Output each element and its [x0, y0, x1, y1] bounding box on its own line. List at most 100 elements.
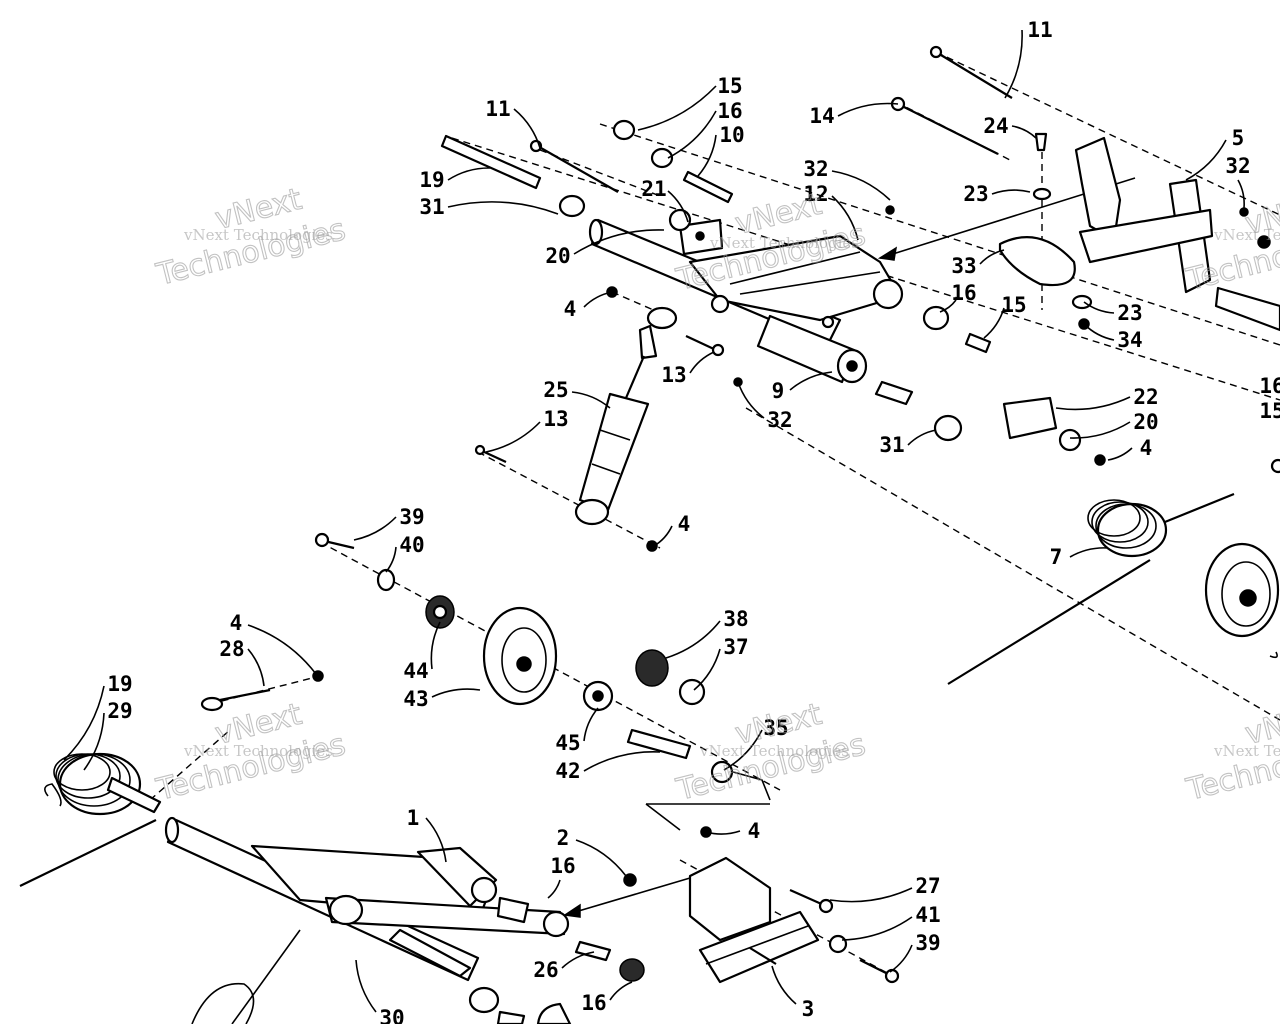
part-number-label: 3 — [802, 997, 815, 1021]
part-number-label: 35 — [763, 716, 788, 740]
callout-leader — [841, 916, 913, 941]
callout-leader — [939, 299, 957, 313]
callout-leader — [1011, 125, 1037, 139]
callout-leader — [889, 944, 913, 973]
watermark-company: vNext Technologies — [183, 742, 333, 760]
part-number-label: 43 — [403, 687, 428, 711]
part-number-label: 21 — [641, 177, 666, 201]
callout-leader — [637, 85, 717, 131]
callout-leader — [979, 249, 1005, 265]
callout-leader — [983, 307, 1005, 339]
part-number-label: 13 — [661, 363, 686, 387]
part-number-label: 29 — [107, 699, 132, 723]
part-number-label: 14 — [809, 104, 834, 128]
part-number-label: 9 — [772, 379, 785, 403]
front-arm-assembly — [440, 119, 992, 442]
callout-leader — [837, 102, 899, 117]
part-number-label: 4 — [748, 819, 761, 843]
callout-leader — [705, 830, 741, 835]
part-number-label: 38 — [723, 607, 748, 631]
callout-leader — [575, 839, 627, 877]
callout-leader — [431, 688, 481, 698]
part-number-label: 26 — [533, 958, 558, 982]
callout-leader — [907, 429, 937, 446]
part-number-label: 11 — [1027, 18, 1052, 42]
callout-leader — [1055, 396, 1131, 411]
callout-leader — [355, 959, 377, 1013]
callout-leader — [247, 624, 317, 675]
callout-leader — [697, 134, 717, 177]
part-number-label: 11 — [485, 97, 510, 121]
watermark-group: vNext Technologies vNext Technologies vN… — [152, 181, 1280, 808]
callout-leader — [583, 751, 661, 772]
callout-leader — [447, 167, 491, 181]
part-number-label: 22 — [1133, 385, 1158, 409]
callout-leader — [1107, 447, 1133, 461]
callout-leader — [425, 817, 447, 863]
part-number-label: 4 — [564, 297, 577, 321]
callout-leader — [353, 516, 397, 541]
callout-leader — [1004, 29, 1023, 99]
callout-leader — [1237, 179, 1245, 209]
callout-leader — [1083, 323, 1115, 341]
callout-leader — [991, 189, 1031, 195]
part-number-label: 19 — [107, 672, 132, 696]
callout-leader — [665, 620, 721, 659]
callout-leader — [689, 351, 715, 374]
part-number-label: 10 — [719, 123, 744, 147]
part-number-label: 42 — [555, 759, 580, 783]
shock-absorber — [474, 306, 678, 552]
rear-arm-assembly — [164, 816, 900, 1024]
part-number-label: 13 — [543, 407, 568, 431]
part-number-label: 1 — [407, 806, 420, 830]
part-number-label: 4 — [678, 512, 691, 536]
callout-leader — [723, 729, 763, 771]
part-number-label: 15 — [1259, 399, 1280, 423]
part-number-label: 2 — [557, 826, 570, 850]
callout-leader — [547, 879, 561, 899]
callout-leader — [1083, 301, 1115, 314]
part-number-label: 16 — [1259, 374, 1280, 398]
part-number-label: 16 — [951, 281, 976, 305]
callout-leader — [771, 965, 797, 1005]
part-number-label: 28 — [219, 637, 244, 661]
part-number-label: 34 — [1117, 328, 1142, 352]
part-number-label: 15 — [717, 74, 742, 98]
callout-leader — [737, 381, 765, 419]
part-number-label: 31 — [879, 433, 904, 457]
part-number-label: 32 — [803, 157, 828, 181]
callout-leader — [583, 291, 613, 308]
watermark-company: vNext Technologies — [1213, 226, 1280, 244]
callout-leader — [63, 685, 105, 761]
callout-leader — [667, 110, 717, 159]
part-number-label: 15 — [1001, 293, 1026, 317]
torsion-spring-right — [947, 458, 1280, 685]
part-number-label: 45 — [555, 731, 580, 755]
callout-leader — [561, 951, 595, 969]
callout-leader — [1069, 421, 1131, 439]
watermark-company: vNext Technologies — [183, 226, 333, 244]
callout-leader — [667, 190, 689, 223]
part-number-label: 23 — [1117, 301, 1142, 325]
part-number-label: 25 — [543, 378, 568, 402]
callout-leader — [653, 525, 673, 547]
part-number-label: 32 — [767, 408, 792, 432]
callout-leader — [1185, 139, 1227, 181]
callout-leader — [430, 621, 441, 670]
part-number-label: 32 — [1225, 154, 1250, 178]
watermark-company: vNext Technologies — [699, 742, 849, 760]
callout-leader — [485, 421, 541, 453]
part-number-label: 30 — [379, 1006, 404, 1024]
part-number-label: 5 — [1232, 126, 1245, 150]
part-number-label: 4 — [230, 611, 243, 635]
lower-spring-assembly — [19, 670, 324, 887]
part-number-label: 16 — [581, 991, 606, 1015]
callout-leader — [609, 981, 633, 1001]
upper-right-brackets — [890, 45, 1280, 466]
callout-leader — [513, 108, 541, 149]
part-number-label: 44 — [403, 659, 428, 683]
callout-leader — [1069, 547, 1109, 558]
callout-leader — [583, 707, 599, 742]
